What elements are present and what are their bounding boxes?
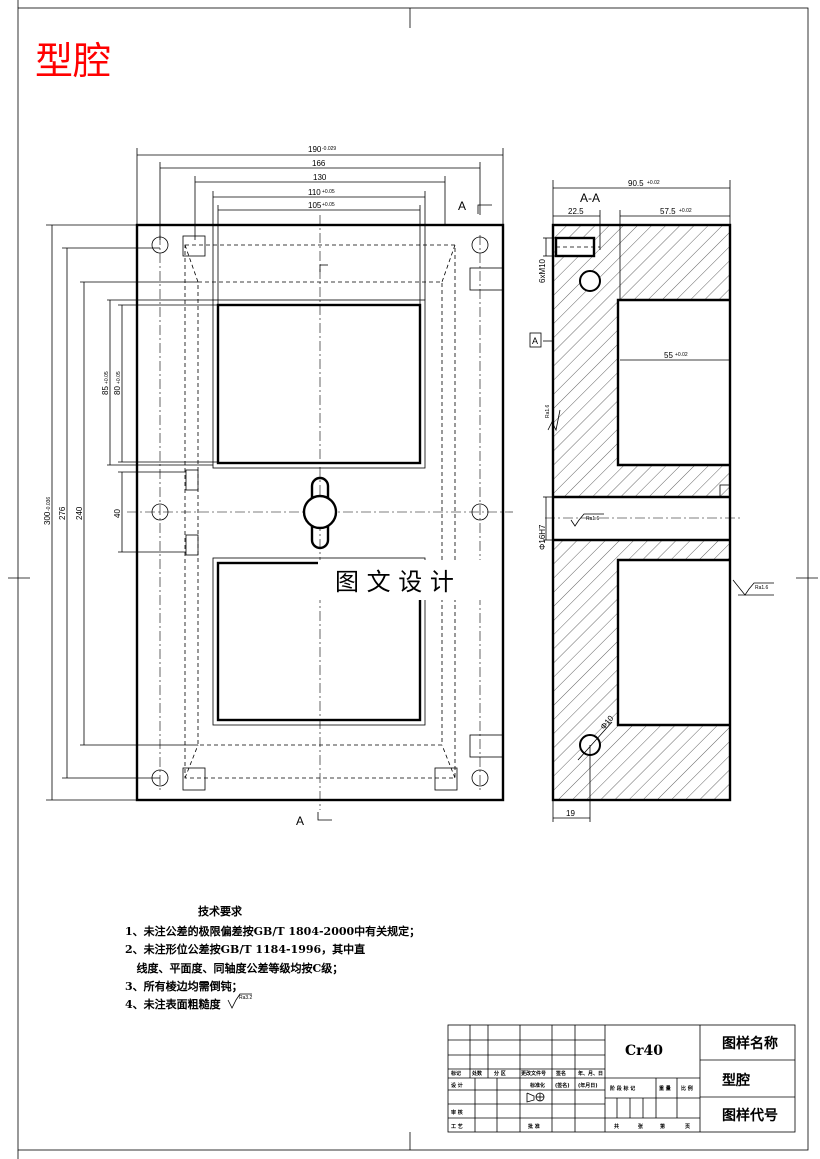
section-mark-top: A [458, 199, 466, 213]
title-block-row-design-0: 设 计 [451, 1082, 463, 1089]
datum-box [529, 332, 542, 348]
plan-view-dimensions-cavity-85-tol: +0.05 [104, 371, 110, 384]
title-block-row-design-2: (签名) [555, 1082, 570, 1089]
dim-190: 190 [308, 145, 322, 154]
dim-85: 85 [101, 386, 110, 395]
title-block-row-design-3: (年月日) [578, 1082, 598, 1089]
plan-view-dimensions-width-110-tol: +0.05 [322, 189, 335, 195]
upper-cavity [212, 299, 426, 469]
title-block-sheet-row-0: 共 [614, 1123, 619, 1130]
title-block-stage-headers-2: 比 例 [681, 1085, 693, 1092]
section-view: 90.5 +0.02 A-A 22.5 57.5 +0.02 55 +0.02 … [529, 179, 774, 822]
title-block-row-approve: 批 准 [528, 1123, 540, 1130]
section-view-dimensions-pocket-55-tol: +0.02 [675, 352, 688, 358]
material: Cr40 [625, 1043, 663, 1059]
dim-80: 80 [113, 386, 122, 395]
dim-240: 240 [75, 506, 84, 520]
technical-requirements-roughness-symbol: Ra3.2 [239, 995, 253, 1001]
drawing-title: 型腔 [35, 39, 111, 83]
dim-57-5: 57.5 [660, 207, 676, 216]
plan-view-dimensions-overall-height-tol: -0.036 [46, 497, 52, 511]
title-block-stage-headers-1: 重 量 [659, 1085, 671, 1092]
dim-130: 130 [313, 173, 327, 182]
dim-276: 276 [58, 506, 67, 520]
technical-requirements-items-2: 线度、平面度、同轴度公差等级均按C级； [125, 961, 343, 975]
sprue [302, 476, 338, 550]
section-view-roughness-2: Ra1.6 [755, 585, 769, 591]
dim-thread: 6xM10 [538, 258, 547, 283]
title-block-row-review: 审 核 [451, 1109, 463, 1116]
dim-55: 55 [664, 351, 673, 360]
drawing-name: 型腔 [722, 1072, 750, 1089]
dim-bore: Φ16H7 [538, 524, 547, 550]
dim-110: 110 [308, 188, 321, 197]
title-block-row-process: 工 艺 [451, 1123, 463, 1130]
title-block-revision-headers-0: 标记 [450, 1070, 461, 1077]
dim-300: 300 [43, 511, 52, 525]
watermark: 图 文 设 计 [335, 568, 454, 596]
section-label: A-A [580, 191, 600, 205]
drawing-frame [8, 0, 818, 1159]
title-block-sheet-row-1: 张 [638, 1123, 644, 1130]
dim-22-5: 22.5 [568, 207, 584, 216]
plan-view-dimensions-overall-width-tol: -0.029 [322, 146, 336, 152]
roughness-symbol [547, 409, 561, 432]
dim-19: 19 [566, 809, 575, 818]
technical-requirements-items-4: 4、未注表面粗糙度 [125, 997, 222, 1011]
plan-view-dimensions-width-105-tol: +0.05 [322, 202, 335, 208]
tech-req-heading: 技术要求 [198, 904, 243, 918]
technical-requirements-items-0: 1、未注公差的极限偏差按GB/T 1804-2000中有关规定； [125, 924, 420, 938]
plan-view: 190 -0.029 166 130 110 +0.05 105 +0.05 A… [43, 145, 513, 828]
title-block-stage-headers-0: 阶 段 标 记 [610, 1085, 635, 1092]
title-block-revision-headers-5: 年、月、日 [578, 1070, 603, 1077]
drawing-code-label: 图样代号 [722, 1107, 778, 1124]
dim-166: 166 [312, 159, 326, 168]
section-view-roughness-0: Ra1.6 [545, 404, 551, 418]
dim-90-5: 90.5 [628, 179, 644, 188]
technical-requirements: 技术要求 1、未注公差的极限偏差按GB/T 1804-2000中有关规定； 2、… [125, 904, 420, 1011]
datum-label: A [532, 336, 538, 346]
plan-view-dimensions-cavity-80-tol: +0.05 [116, 371, 122, 384]
title-block-revision-headers-3: 更改文件号 [521, 1070, 546, 1077]
drawing-name-label: 图样名称 [722, 1035, 778, 1052]
technical-requirements-items-3: 3、所有棱边均需倒钝； [125, 979, 243, 993]
title-block: Cr40 图样名称 型腔 图样代号 标记 处数 分 区 更改文件号 签名 年、月… [447, 1024, 796, 1133]
title-block-sheet-row-2: 第 [660, 1123, 665, 1130]
section-view-dimensions-depth-57-5-tol: +0.02 [679, 208, 692, 214]
title-block-revision-headers-2: 分 区 [494, 1070, 506, 1077]
title-block-sheet-row-3: 页 [685, 1123, 690, 1130]
technical-requirements-items-1: 2、未注形位公差按GB/T 1184-1996，其中直 [125, 942, 365, 956]
title-block-revision-headers-4: 签名 [555, 1070, 566, 1077]
dim-40: 40 [113, 509, 122, 518]
title-block-row-design-1: 标准化 [529, 1082, 545, 1089]
section-view-roughness-1: Ra1.6 [586, 516, 600, 522]
section-mark-bottom: A [296, 814, 304, 828]
section-view-dimensions-thickness-tol: +0.02 [647, 180, 660, 186]
title-block-revision-headers-1: 处数 [471, 1070, 483, 1077]
dim-105: 105 [308, 201, 322, 210]
